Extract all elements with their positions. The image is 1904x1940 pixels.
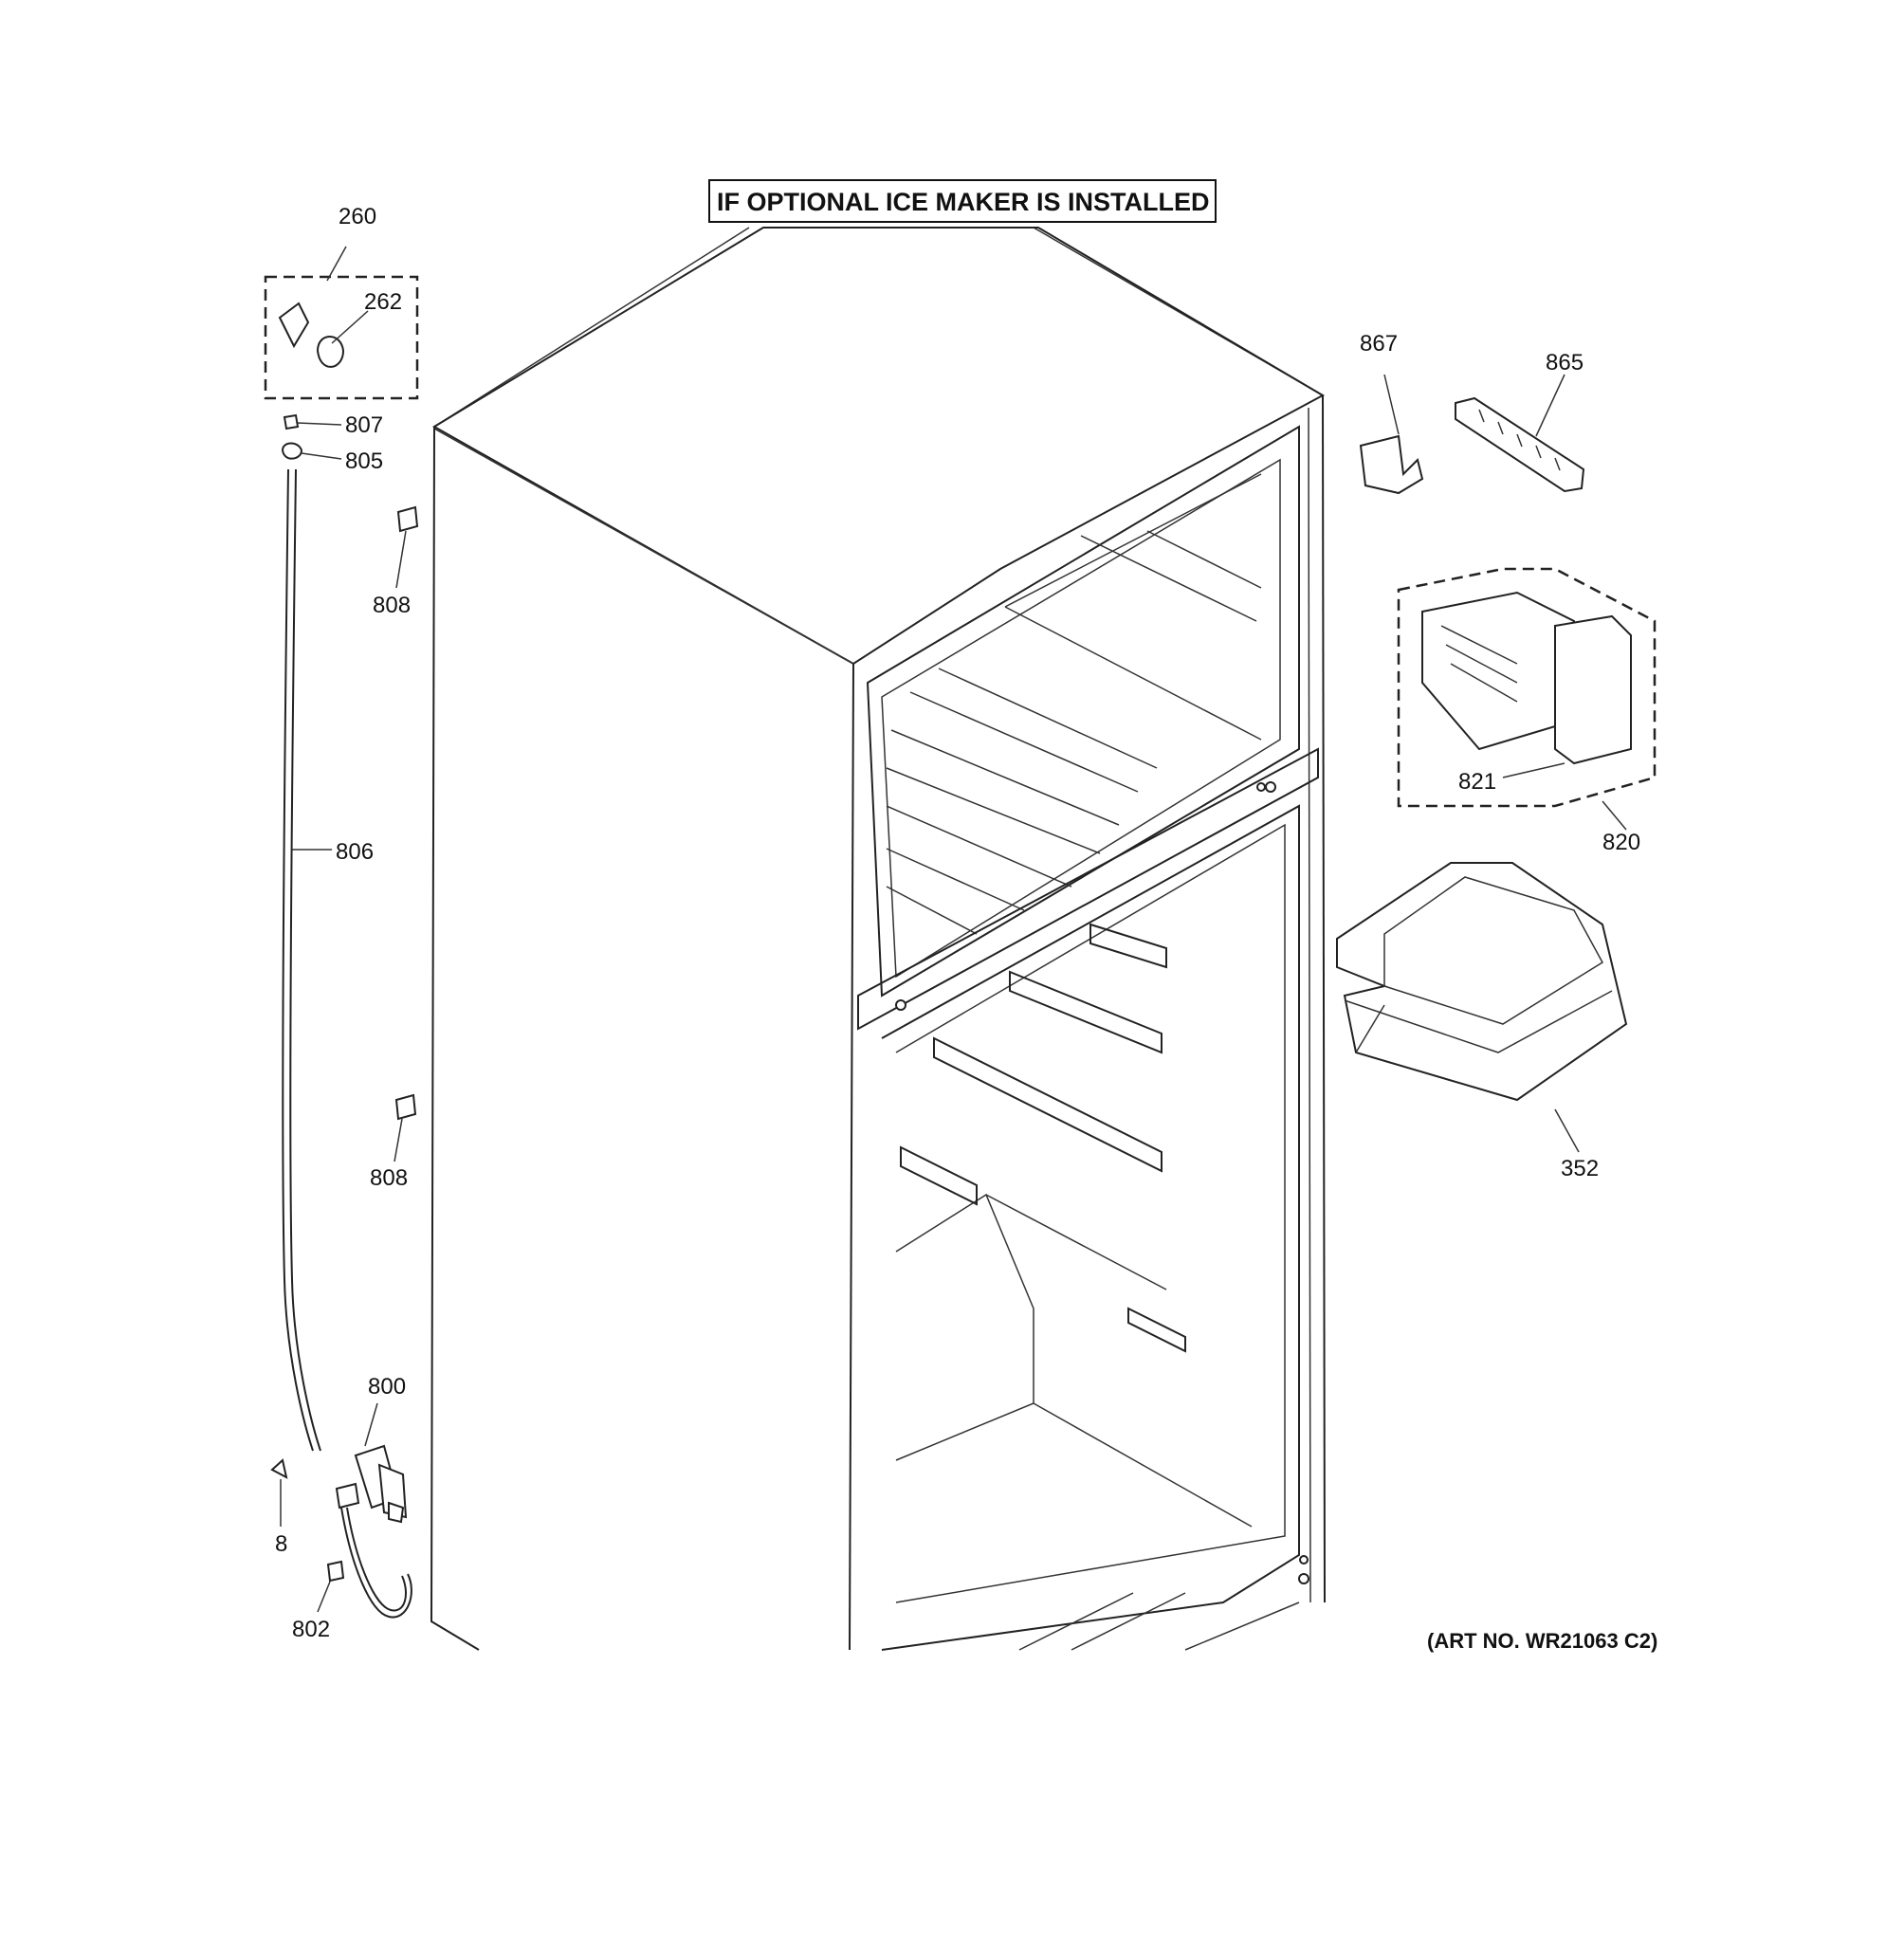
callout-806: 806: [336, 839, 374, 865]
part-8-icon: [270, 1458, 288, 1479]
optional-ice-maker-banner: IF OPTIONAL ICE MAKER IS INSTALLED: [708, 179, 1217, 223]
art-number: (ART NO. WR21063 C2): [1427, 1629, 1657, 1653]
callout-8: 8: [275, 1531, 287, 1557]
part-262-fitting-icon: [278, 302, 310, 349]
part-802-icon: [326, 1560, 345, 1583]
screw-8: [270, 1458, 288, 1527]
callout-805: 805: [345, 448, 383, 474]
part-262-icon: [316, 336, 345, 368]
bracket-867: [1359, 374, 1424, 495]
callout-808-lower: 808: [370, 1165, 408, 1191]
callout-865: 865: [1546, 350, 1584, 375]
banner-text: IF OPTIONAL ICE MAKER IS INSTALLED: [717, 188, 1210, 216]
callout-808-upper: 808: [373, 593, 411, 618]
clips-808: [394, 505, 419, 1162]
ice-maker-820: [1397, 567, 1657, 831]
clip-802: [317, 1560, 345, 1613]
callout-807: 807: [345, 412, 383, 438]
refrigerator-cabinet: [430, 227, 1326, 1651]
callout-821: 821: [1458, 769, 1496, 795]
part-821-icon: [1421, 591, 1575, 751]
part-260-group: [264, 246, 419, 400]
callout-262: 262: [364, 289, 402, 315]
callout-352: 352: [1561, 1156, 1599, 1181]
callout-260: 260: [339, 204, 376, 229]
water-valve-800: [335, 1402, 412, 1619]
part-805-icon: [281, 442, 303, 460]
part-808-upper-icon: [396, 505, 419, 533]
callout-802: 802: [292, 1617, 330, 1642]
ice-bucket-352: [1336, 862, 1628, 1153]
part-808-lower-icon: [394, 1093, 417, 1121]
water-line-806: [282, 468, 332, 1452]
callout-800: 800: [368, 1374, 406, 1400]
part-807-icon: [283, 413, 300, 430]
callout-820: 820: [1602, 830, 1640, 855]
fittings-807-805: [281, 413, 342, 460]
part-865: [1455, 374, 1585, 493]
callout-867: 867: [1360, 331, 1398, 357]
